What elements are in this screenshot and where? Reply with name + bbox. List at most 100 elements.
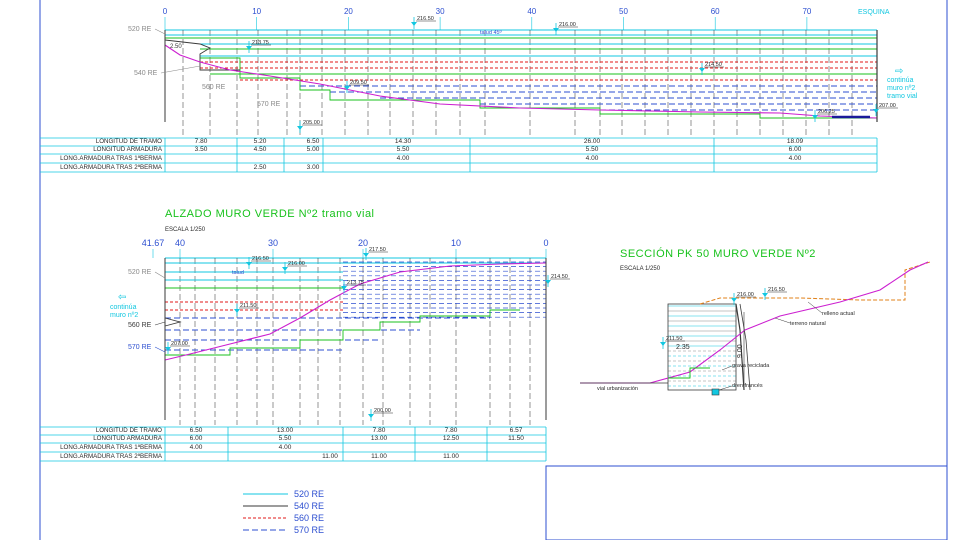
section-leader-terreno [774, 317, 791, 324]
top-cell-tramo: 18.09 [787, 138, 804, 145]
top-leader-520 [154, 28, 166, 35]
section-leader-dren [718, 385, 733, 391]
bottom-division-lines [179, 258, 531, 425]
top-cell-armadura: 5.00 [307, 146, 320, 153]
top-elevation-marks: 216.50216.00213.75214.50209.50207.00206.… [246, 16, 898, 133]
top-elev-21600: 216.00 [553, 22, 578, 35]
top-cell-berma1: 4.00 [586, 155, 599, 162]
section-scale: ESCALA 1/250 [620, 266, 661, 272]
top-cell-tramo: 26.00 [584, 138, 601, 145]
bottom-elev-21450-value: 214.50 [551, 274, 568, 280]
top-continue-line-3: tramo vial [887, 93, 918, 100]
bottom-continue-arrow-icon: ⇦ [118, 292, 126, 303]
section-elev-21650-value: 216.50 [768, 287, 785, 293]
top-cell-armadura: 3.50 [195, 146, 208, 153]
bottom-axis-tick: 0 [543, 238, 548, 248]
bottom-cell-berma1: 4.00 [190, 444, 203, 451]
bottom-cell-berma2: 11.00 [371, 453, 387, 460]
top-axis-tick: 50 [619, 7, 628, 16]
top-elev-21650: 216.50 [411, 16, 436, 29]
bottom-elev-21375-value: 213.75 [347, 280, 364, 286]
bottom-elev-21600: 216.00 [282, 261, 307, 274]
bottom-hatched-zone [343, 261, 546, 318]
section-terreno-label: terreno natural [790, 321, 826, 327]
bottom-header-tramo: LONGITUD DE TRAMO [96, 427, 162, 434]
legend-label: 560 RE [294, 513, 324, 523]
section-leader-relleno [807, 301, 823, 314]
section-grava-label: grava reciclada [732, 363, 770, 369]
bottom-elev-20000-value: 200.00 [374, 408, 391, 414]
bottom-elev-21375: 213.75 [341, 280, 366, 293]
bottom-header-armadura: LONGITUD ARMADURA [93, 435, 163, 442]
top-header-tramo: LONGITUD DE TRAMO [96, 138, 162, 145]
top-label-540: 540 RE [134, 70, 158, 77]
top-elev-20625-value: 206.25 [818, 109, 835, 115]
bottom-elev-21600-value: 216.00 [288, 261, 305, 267]
bottom-layer-lines [164, 258, 547, 420]
top-cell-tramo: 5.20 [254, 138, 267, 145]
bottom-ground-profile [164, 262, 547, 361]
bottom-green-steps [165, 309, 520, 356]
bottom-re-labels: 520 RE 560 RE 570 RE [128, 269, 166, 353]
bottom-elev-20700-value: 207.00 [171, 341, 188, 347]
section-leader-grava [721, 365, 733, 371]
bottom-label-570: 570 RE [128, 344, 152, 351]
section-wall-face [735, 303, 745, 391]
bottom-elev-21650: 216.50 [246, 256, 271, 269]
top-header-berma2: LONG.ARMADURA TRAS 2ªBERMA [60, 164, 163, 171]
bottom-cell-tramo: 7.80 [445, 427, 458, 434]
legend-label: 520 RE [294, 489, 324, 499]
section-height: 9.00 [737, 344, 744, 358]
bottom-header-berma1: LONG.ARMADURA TRAS 1ªBERMA [60, 444, 163, 451]
top-header-armadura: LONGITUD ARMADURA [93, 146, 163, 153]
top-layer-lines [164, 30, 878, 122]
section-elev-21600: 216.00 [731, 292, 756, 305]
top-continue-arrow-icon: ⇨ [895, 66, 903, 77]
top-elev-20625: 206.25 [812, 109, 837, 122]
top-continue-line-1: continúa [887, 77, 914, 84]
bottom-title: ALZADO MURO VERDE Nº2 tramo vial [165, 208, 375, 220]
top-cell-armadura: 5.50 [397, 146, 410, 153]
bottom-label-560: 560 RE [128, 322, 152, 329]
top-label-520: 520 RE [128, 26, 152, 33]
bottom-elev-21650-value: 216.50 [252, 256, 269, 262]
top-elev-20950-value: 209.50 [350, 80, 367, 86]
section-drain [711, 388, 720, 396]
bottom-header-berma2: LONG.ARMADURA TRAS 2ªBERMA [60, 453, 163, 460]
top-ground-profile [164, 44, 878, 119]
top-elev-21375: 213.75 [246, 40, 271, 53]
section-wall-outline [667, 303, 737, 391]
section-relleno-label: relleno actual [822, 311, 855, 317]
top-leader-540 [160, 65, 201, 74]
bottom-leader-570 [154, 346, 166, 353]
bottom-continue-line-2: muro nº2 [110, 312, 138, 319]
top-axis-tick: 40 [527, 7, 536, 16]
bottom-continue-line-1: continúa [110, 304, 137, 311]
bottom-cell-tramo: 7.80 [373, 427, 386, 434]
top-cell-berma1: 4.00 [397, 155, 410, 162]
bottom-talud-label: talud [232, 270, 244, 276]
top-elev-20700: 207.00 [873, 103, 898, 116]
bottom-leader-560 [154, 321, 166, 326]
bottom-elev-21750-value: 217.50 [369, 247, 386, 253]
top-elev-21600-value: 216.00 [559, 22, 576, 28]
top-axis-end-label: ESQUINA [858, 9, 890, 16]
bottom-axis-tick: 20 [358, 238, 368, 248]
section-elev-21150: 211.50 [660, 336, 685, 349]
bottom-elev-20000: 200.00 [368, 408, 393, 421]
top-axis-tick: 30 [436, 7, 445, 16]
bottom-cell-berma2: 11.00 [443, 453, 459, 460]
bottom-elev-20700: 207.00 [165, 341, 190, 354]
top-cell-berma2: 3.00 [307, 164, 320, 171]
title-block [545, 465, 948, 540]
section-elev-21600-value: 216.00 [737, 292, 754, 298]
section-dim-small: 2.35 [676, 344, 690, 351]
legend-label: 570 RE [294, 525, 324, 535]
top-header-berma1: LONG.ARMADURA TRAS 1ªBERMA [60, 155, 163, 162]
top-cell-berma1: 4.00 [789, 155, 802, 162]
top-elev-20700-value: 207.00 [879, 103, 896, 109]
